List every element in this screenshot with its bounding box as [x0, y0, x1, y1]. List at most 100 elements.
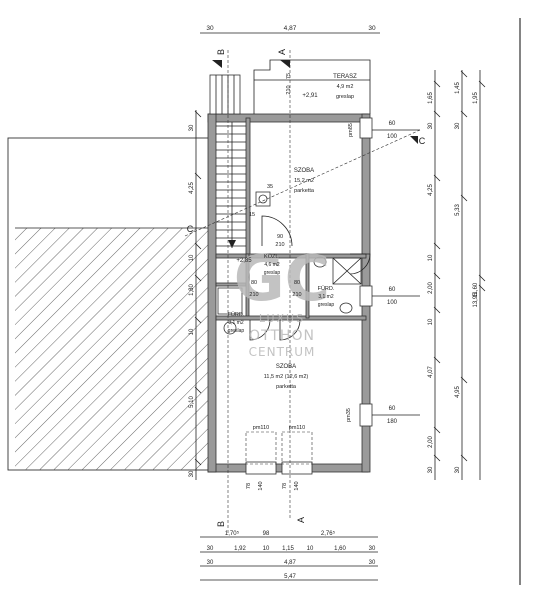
door-label-d1h: 210 [249, 292, 258, 298]
dim-b2-2: 10 [263, 546, 270, 552]
dims-right-outer-0: 1,95 [473, 92, 479, 104]
section-a-bottom: A [296, 517, 306, 523]
section-c-right: C [419, 136, 426, 146]
terrace [209, 59, 371, 115]
dims-left-1: 4,25 [189, 182, 195, 194]
dim-b2-1: 1,92 [234, 546, 246, 552]
door-label-d3: 90 [277, 234, 283, 240]
terasz-floor: greslap [336, 94, 354, 100]
dim-top-mid: 4,87 [284, 25, 297, 32]
window-w1-height: 100 [387, 134, 398, 140]
door-label-d2: 80 [294, 280, 300, 286]
bottom-window-w1: pm110 [253, 425, 269, 431]
door-swings [249, 215, 371, 341]
dims-right-outer-2: 13,95 [473, 292, 479, 308]
bottom-offset-1: 140 [258, 481, 264, 490]
window-w3-width: 60 [389, 406, 396, 412]
window-w1-label: pm85 [348, 123, 354, 137]
hall-level: +2,85 [236, 258, 252, 264]
furdo1-name: FÜRD. [228, 311, 245, 318]
window-labels: pm85 60 100 60 100 pm35 60 180 pm110 pm1… [253, 121, 398, 431]
furdo1-floor: greslap [228, 328, 245, 334]
dims-right-mid-1: 30 [455, 122, 461, 129]
window-w2-width: 60 [389, 287, 396, 293]
dim-b2-5: 1,60 [334, 546, 346, 552]
section-a-top: A [277, 49, 287, 55]
dims-right-inner-7: 2,00 [428, 436, 434, 448]
staircase [216, 122, 246, 248]
fixtures [217, 191, 362, 335]
szoba2-name: SZOBA [276, 364, 296, 370]
dims-left-6: 30 [189, 470, 195, 477]
bottom-window-w2: pm110 [289, 425, 305, 431]
dims-right-inner-0: 1,65 [428, 92, 434, 104]
vertical-dimension-labels: 1,65 30 4,25 10 2,00 10 4,07 2,00 30 1,45 30 5,33 4,… [189, 70, 486, 477]
section-c-left: C [187, 224, 194, 234]
room-labels: TERASZ 4,9 m2 greslap +2,91 SZOBA 15,2 m… [228, 74, 358, 390]
watermark: GC LUXUS OTTHON CENTRUM [234, 242, 330, 359]
watermark-logo: GC [234, 242, 330, 315]
dims-right-inner-2: 4,25 [428, 184, 434, 196]
kozl-floor: greslap [264, 270, 281, 276]
window-openings [245, 117, 373, 475]
dim-b2-0: 30 [207, 546, 214, 552]
section-b-bottom: B [216, 521, 226, 527]
neighbour-building [7, 137, 215, 471]
dim-b3-1: 4,87 [284, 560, 296, 566]
bottom-offset-2: 78 [282, 483, 288, 489]
window-w1-width: 60 [389, 121, 396, 127]
szoba1-area: 15,2 m2 [294, 178, 314, 184]
dims-right-mid-2: 5,33 [455, 204, 461, 216]
dim-b2-4: 10 [307, 546, 314, 552]
dims-right-outer-1: 11,60 [473, 282, 479, 297]
dims-right-inner-3: 10 [428, 254, 434, 261]
dims-left-0: 30 [189, 124, 195, 131]
dims-left-2: 10 [189, 254, 195, 261]
dim-b2-3: 1,15 [282, 546, 294, 552]
szoba2-floor: parketta [276, 384, 297, 390]
dim-b3-2: 30 [369, 560, 376, 566]
door-label-d2h: 210 [292, 292, 301, 298]
dim-b3-0: 30 [207, 560, 214, 566]
dim-b4: 5,47 [284, 574, 296, 580]
dims-right-mid-0: 1,45 [455, 82, 461, 94]
dim-b1-1: 98 [263, 531, 270, 537]
window-w2-height: 100 [387, 300, 398, 306]
window-w3-height: 180 [387, 419, 398, 425]
dim-top-left: 30 [206, 25, 214, 32]
dims-left-3: 1,80 [189, 284, 195, 296]
section-lines [184, 50, 421, 535]
kozl-area: 4,6 m2 [264, 262, 280, 268]
szoba2-area: 11,5 m2 (12,6 m2) [264, 374, 309, 380]
stair-label: 35 [267, 184, 273, 190]
dims-right-inner-8: 30 [428, 466, 434, 473]
dim-b1-2: 2,76⁵ [321, 530, 336, 537]
door-labels: 80 210 80 210 90 210 210 75 15 35 [249, 73, 302, 298]
dims-left-4: 10 [189, 328, 195, 335]
door-label-d1: 80 [251, 280, 257, 286]
watermark-line1: LUXUS [259, 312, 305, 325]
section-b-top: B [216, 49, 226, 55]
dims-right-inner-5: 10 [428, 318, 434, 325]
dims-right-mid-4: 30 [455, 466, 461, 473]
watermark-line2: OTTHON [249, 328, 315, 344]
door-label-d6: 15 [249, 212, 255, 218]
door-label-d5: 75 [286, 73, 292, 79]
dims-right-inner-4: 2,00 [428, 282, 434, 294]
szoba1-name: SZOBA [294, 168, 314, 174]
furdo2-name: FÜRD. [318, 285, 335, 292]
door-label-d4: 210 [286, 85, 292, 94]
door-label-d3h: 210 [275, 242, 284, 248]
terasz-name: TERASZ [333, 74, 357, 80]
dims-right-mid-3: 4,95 [455, 386, 461, 398]
dimension-lines [195, 32, 481, 581]
dims-right-inner-1: 30 [428, 122, 434, 129]
dims-right-inner-6: 4,07 [428, 366, 434, 378]
szoba1-floor: parketta [294, 188, 315, 194]
dim-top-right: 30 [368, 25, 376, 32]
kozl-name: KÖZL. [264, 253, 280, 260]
furdo1-area: 3,1 m2 [228, 320, 244, 326]
furdo2-area: 3,1 m2 [318, 294, 334, 300]
